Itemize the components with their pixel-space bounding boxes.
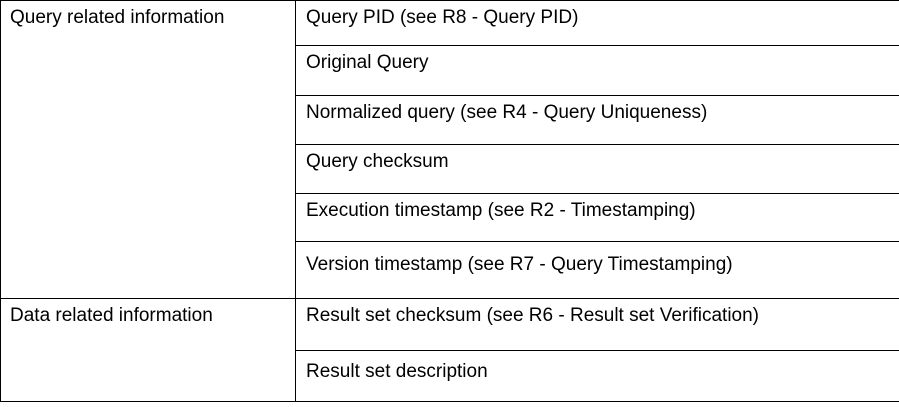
- table-group-data: Data related information Result set chec…: [1, 299, 899, 401]
- table-group-query: Query related information Query PID (see…: [1, 1, 899, 299]
- table-cell-query-checksum: Query checksum: [296, 145, 899, 194]
- table-cell-original-query: Original Query: [296, 46, 899, 96]
- table-cell-result-set-description: Result set description: [306, 361, 488, 382]
- group-items-query: Query PID (see R8 - Query PID) Original …: [296, 1, 899, 298]
- table-cell-result-set-checksum: Result set checksum (see R6 - Result set…: [296, 299, 899, 351]
- group-items-data: Result set checksum (see R6 - Result set…: [296, 299, 899, 401]
- table-cell-normalized-query: Normalized query (see R4 - Query Uniquen…: [296, 96, 899, 145]
- table-cell-version-timestamp: Version timestamp (see R7 - Query Timest…: [306, 254, 733, 275]
- group-label-data: Data related information: [1, 299, 296, 401]
- table-cell-execution-timestamp: Execution timestamp (see R2 - Timestampi…: [296, 194, 899, 242]
- group-label-query: Query related information: [1, 1, 296, 298]
- table-cell-query-pid: Query PID (see R8 - Query PID): [296, 1, 899, 46]
